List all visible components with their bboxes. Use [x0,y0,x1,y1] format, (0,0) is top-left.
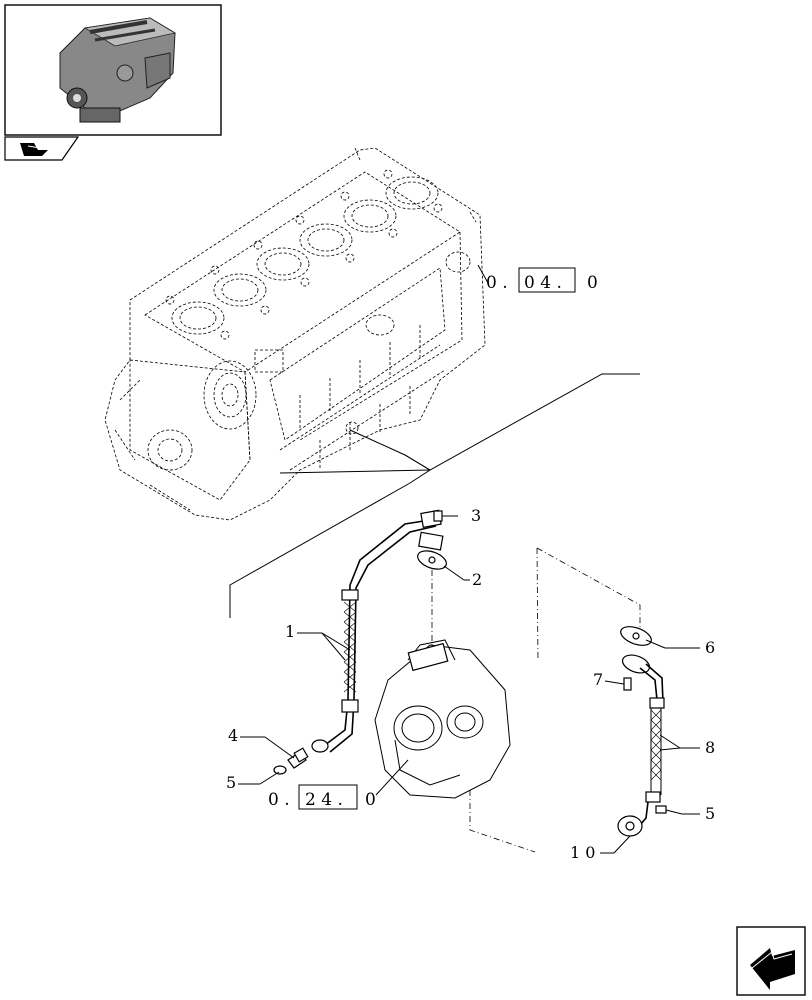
callout-labels: 1 2 3 4 5 6 7 8 5 1 0 [226,506,715,862]
callout-2: 2 [472,570,482,589]
washer-part-5-left [273,765,287,775]
fitting-part-4 [287,747,309,769]
callout-5-right: 5 [705,804,715,823]
turbo-ref-suffix: 0 [365,790,376,810]
leader-lines [229,373,640,618]
callout-3: 3 [471,506,481,525]
block-ref-prefix: 0 . [486,273,508,293]
callout-1: 1 [285,622,295,641]
bolt-part-7 [623,677,632,691]
turbocharger-drawing [374,639,511,799]
oil-feed-pipe [311,509,444,753]
block-ref-suffix: 0 [587,273,598,293]
next-page-arrow-icon[interactable] [736,926,806,996]
turbo-ref-prefix: 0 . [268,790,290,810]
callout-8: 8 [705,738,715,757]
callout-5-left: 5 [226,773,236,792]
callout-10: 1 0 [570,843,595,862]
engine-block-drawing [104,147,486,521]
turbo-ref-box: 2 4 . [305,790,343,810]
centerlines [431,547,641,853]
bolt-part-3 [433,510,458,522]
callout-7: 7 [593,670,603,689]
book-arrow-icon[interactable] [4,136,80,161]
block-reference[interactable]: 0 . 0 4 . 0 [477,264,598,293]
callout-leaders [238,565,700,854]
gasket-part-2 [417,550,447,570]
block-ref-box: 0 4 . [524,273,562,293]
turbo-reference[interactable]: 0 . 2 4 . 0 [268,759,409,810]
oil-return-pipe [617,626,665,837]
engine-thumbnail-icon[interactable] [4,4,222,136]
callout-6: 6 [705,638,715,657]
callout-4: 4 [228,726,238,745]
bolt-part-5-right [655,805,667,814]
